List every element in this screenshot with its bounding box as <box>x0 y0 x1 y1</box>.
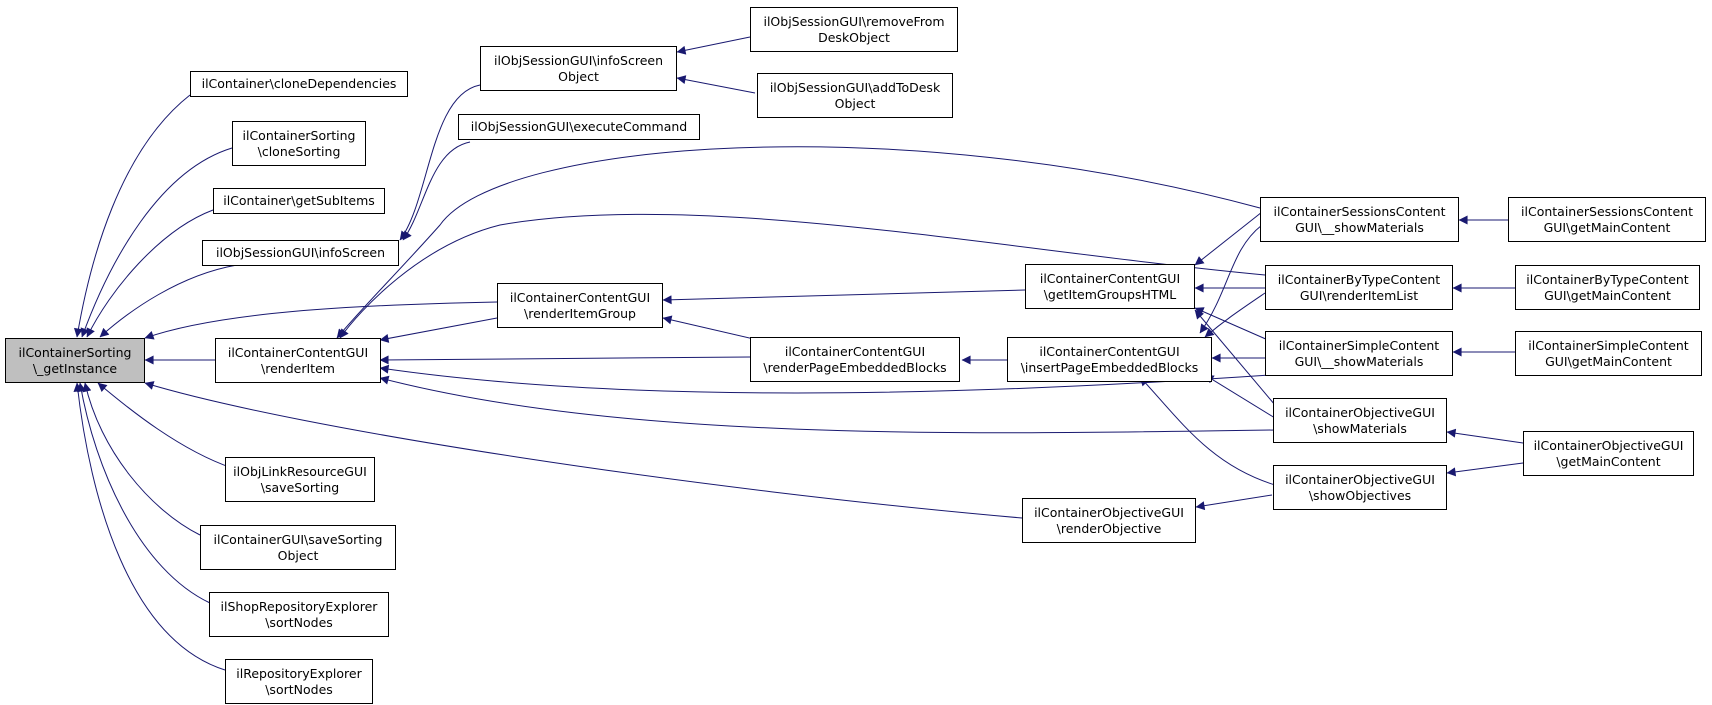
edge-objectiveGetMainContent-objectiveShowObjectives <box>1446 462 1524 477</box>
edge-sessionsShowMaterials-getItemGroupsHTML <box>1194 211 1263 266</box>
edge-sessionsShowMaterials-renderItem <box>336 146 1261 339</box>
edge-cloneSorting-root <box>80 147 233 338</box>
node-cloneDependencies[interactable]: ilContainer\cloneDependencies <box>190 71 408 97</box>
node-root-getInstance: ilContainerSorting\_getInstance <box>5 338 145 383</box>
node-renderItem[interactable]: ilContainerContentGUI\renderItem <box>215 338 381 383</box>
node-executeCommand[interactable]: ilObjSessionGUI\executeCommand <box>458 114 700 140</box>
edge-objectiveShowObjectives-insertPageEmbedded <box>1139 376 1276 486</box>
edge-simpleShowMaterials-renderItem <box>379 364 1271 394</box>
edge-sessionsShowMaterials-insertPageEmbedded <box>1199 224 1263 334</box>
edge-simpleShowMaterials-getItemGroupsHTML <box>1194 307 1269 341</box>
edge-addToDesk-infoScreenObject <box>676 75 756 94</box>
node-objectiveShowObjectives[interactable]: ilContainerObjectiveGUI\showObjectives <box>1273 465 1447 510</box>
edge-shopSortNodes-root <box>77 382 211 604</box>
edge-renderItemGroup-root <box>144 301 498 340</box>
node-objectiveShowMaterials[interactable]: ilContainerObjectiveGUI\showMaterials <box>1273 398 1447 443</box>
edge-removeFromDesk-infoScreenObject <box>676 36 751 55</box>
node-objectiveGetMainContent[interactable]: ilContainerObjectiveGUI\getMainContent <box>1523 431 1694 476</box>
node-getItemGroupsHTML[interactable]: ilContainerContentGUI\getItemGroupsHTML <box>1025 264 1195 309</box>
edge-saveSorting-root <box>97 382 233 469</box>
edge-executeCommand-infoScreen <box>402 141 471 241</box>
edge-repoSortNodes-root <box>73 382 226 671</box>
node-renderPageEmbedded[interactable]: ilContainerContentGUI\renderPageEmbedded… <box>750 337 960 382</box>
edge-cloneDependencies-root <box>73 94 191 338</box>
edge-objectiveShowMaterials-insertPageEmbedded <box>1204 374 1276 419</box>
edge-saveSortingObject-root <box>82 382 201 536</box>
node-cloneSorting[interactable]: ilContainerSorting\cloneSorting <box>232 121 366 166</box>
edge-getItemGroupsHTML-renderItemGroup <box>662 289 1026 305</box>
edge-renderPageEmbedded-renderItem <box>379 355 751 365</box>
edge-objectiveGetMainContent-objectiveShowMaterials <box>1446 428 1524 444</box>
edge-objectiveShowObjectives-renderObjective <box>1195 494 1273 511</box>
node-saveSorting[interactable]: ilObjLinkResourceGUI\saveSorting <box>225 457 375 502</box>
edge-infoScreenObject-infoScreen <box>399 84 481 241</box>
node-insertPageEmbedded[interactable]: ilContainerContentGUI\insertPageEmbedded… <box>1007 337 1212 382</box>
edge-renderObjective-root <box>144 381 1023 519</box>
node-shopSortNodes[interactable]: ilShopRepositoryExplorer\sortNodes <box>209 592 389 637</box>
edge-infoScreen-root <box>99 264 238 338</box>
node-infoScreen[interactable]: ilObjSessionGUI\infoScreen <box>202 240 399 266</box>
edge-renderItemGroup-renderItem <box>379 317 498 343</box>
node-renderObjective[interactable]: ilContainerObjectiveGUI\renderObjective <box>1022 498 1196 543</box>
edge-byTypeRenderItemList-renderItem <box>339 213 1266 339</box>
edge-objectiveShowMaterials-renderItem <box>379 375 1276 434</box>
node-getSubItems[interactable]: ilContainer\getSubItems <box>213 188 385 214</box>
edge-getSubItems-root <box>86 209 214 338</box>
node-repoSortNodes[interactable]: ilRepositoryExplorer\sortNodes <box>225 659 373 704</box>
node-renderItemGroup[interactable]: ilContainerContentGUI\renderItemGroup <box>497 283 663 328</box>
edge-byTypeRenderItemList-insertPageEmbedded <box>1204 292 1266 338</box>
